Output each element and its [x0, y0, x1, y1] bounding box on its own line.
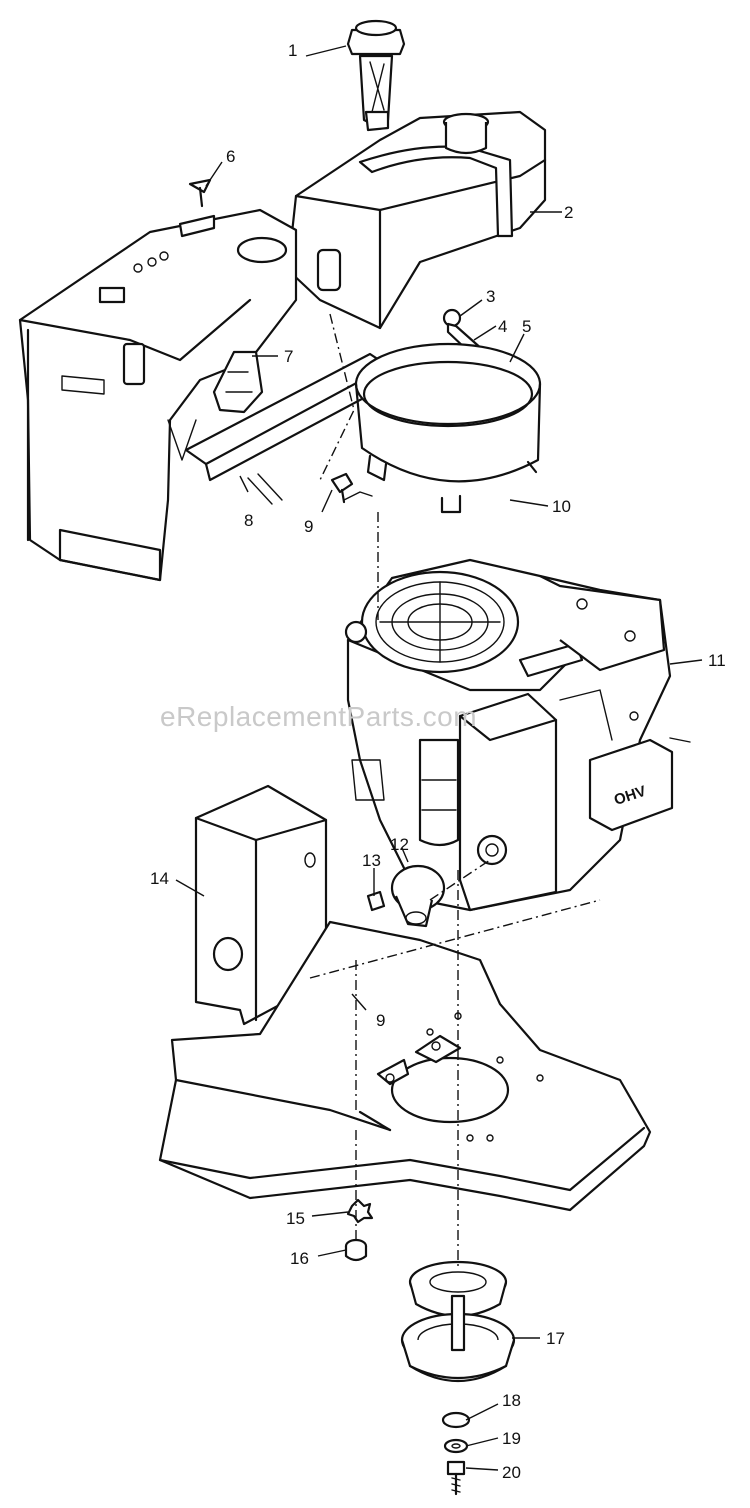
- callout-9a: 9: [304, 517, 313, 536]
- part-screw-6: [188, 178, 212, 208]
- part-pulley-17: [400, 1260, 516, 1382]
- part-fuel-tank: [286, 110, 547, 330]
- part-blower-ring-10: [354, 342, 542, 514]
- callout-2: 2: [564, 203, 573, 222]
- callout-16: 16: [290, 1249, 309, 1268]
- callout-5: 5: [522, 317, 531, 336]
- callout-9b: 9: [376, 1011, 385, 1030]
- part-bracket-7: [212, 350, 264, 414]
- callout-14: 14: [150, 869, 169, 888]
- part-shield-14: [194, 784, 328, 1026]
- callout-7: 7: [284, 347, 293, 366]
- callout-20: 20: [502, 1463, 521, 1482]
- part-washer-19: [443, 1438, 469, 1454]
- alignment-lines: [309, 313, 601, 1270]
- leader-lines: [175, 45, 703, 1471]
- callout-1: 1: [288, 41, 297, 60]
- part-washer-15: [346, 1198, 374, 1224]
- watermark-text: eReplacementParts.com: [160, 701, 477, 732]
- callout-13: 13: [362, 851, 381, 870]
- part-fuel-gauge: [346, 19, 406, 132]
- callout-17: 17: [546, 1329, 565, 1348]
- callout-labels: 1 2 3 4 5 6 7 8 9 10 11 12 13 14 9 15 16…: [150, 41, 726, 1482]
- part-bolt-9a: [330, 472, 373, 504]
- part-engine-11: OHV: [344, 558, 691, 912]
- part-nut-16: [344, 1238, 368, 1262]
- callout-4: 4: [498, 317, 507, 336]
- callout-8: 8: [244, 511, 253, 530]
- callout-3: 3: [486, 287, 495, 306]
- part-bolt-20: [446, 1460, 466, 1496]
- callout-6: 6: [226, 147, 235, 166]
- callout-18: 18: [502, 1391, 521, 1410]
- part-bolt-13: [366, 890, 386, 912]
- part-washer-18: [441, 1411, 471, 1429]
- callout-10: 10: [552, 497, 571, 516]
- part-console-panel: [18, 208, 298, 582]
- callout-11: 11: [708, 651, 726, 670]
- callout-12: 12: [390, 835, 409, 854]
- callout-15: 15: [286, 1209, 305, 1228]
- callout-19: 19: [502, 1429, 521, 1448]
- part-chassis-frame: [158, 920, 652, 1212]
